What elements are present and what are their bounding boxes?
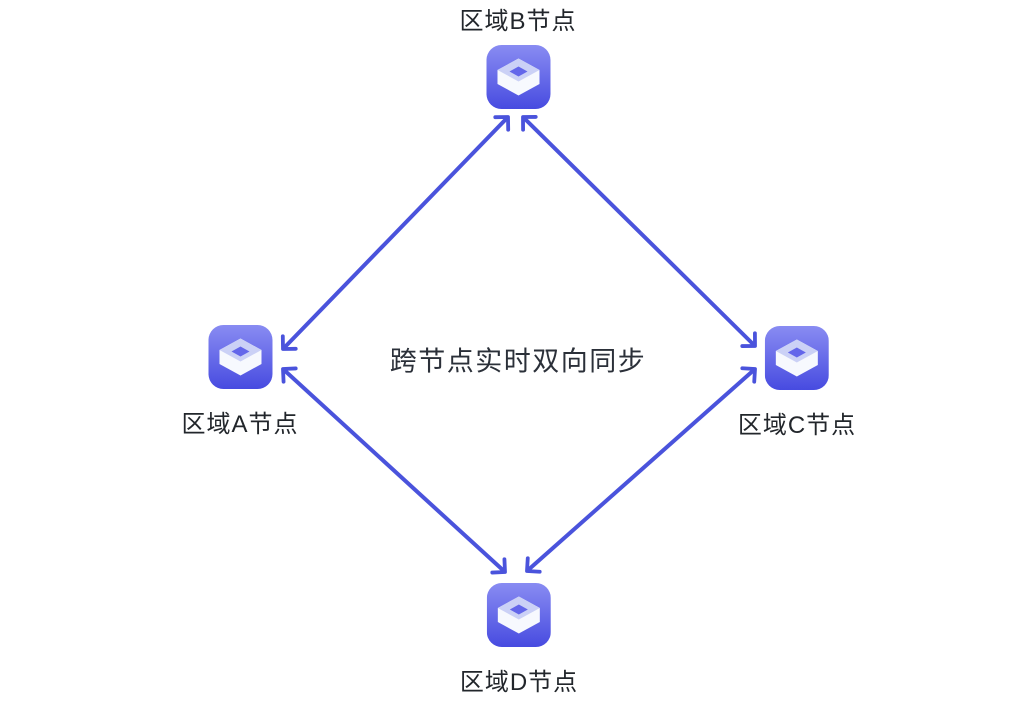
node-label-region-d: 区域D节点	[459, 669, 579, 696]
sync-description-label: 跨节点实时双向同步	[389, 346, 647, 377]
node-region-c: 区域C节点	[738, 326, 856, 441]
edge-d-a	[281, 366, 507, 575]
node-region-d: 区域D节点	[460, 583, 578, 698]
edge-c-d	[525, 366, 757, 574]
edge-b-c	[521, 115, 757, 348]
node-label-region-b: 区域B节点	[459, 8, 577, 35]
node-label-region-a: 区域A节点	[181, 411, 299, 438]
cube-icon	[765, 326, 829, 390]
node-label-region-c: 区域C节点	[737, 412, 857, 439]
node-region-b: 区域B节点	[459, 6, 576, 109]
edge-a-b	[280, 115, 511, 351]
cube-icon	[485, 45, 550, 109]
cube-icon	[207, 325, 272, 389]
cube-icon	[487, 583, 551, 647]
node-region-a: 区域A节点	[181, 325, 298, 440]
